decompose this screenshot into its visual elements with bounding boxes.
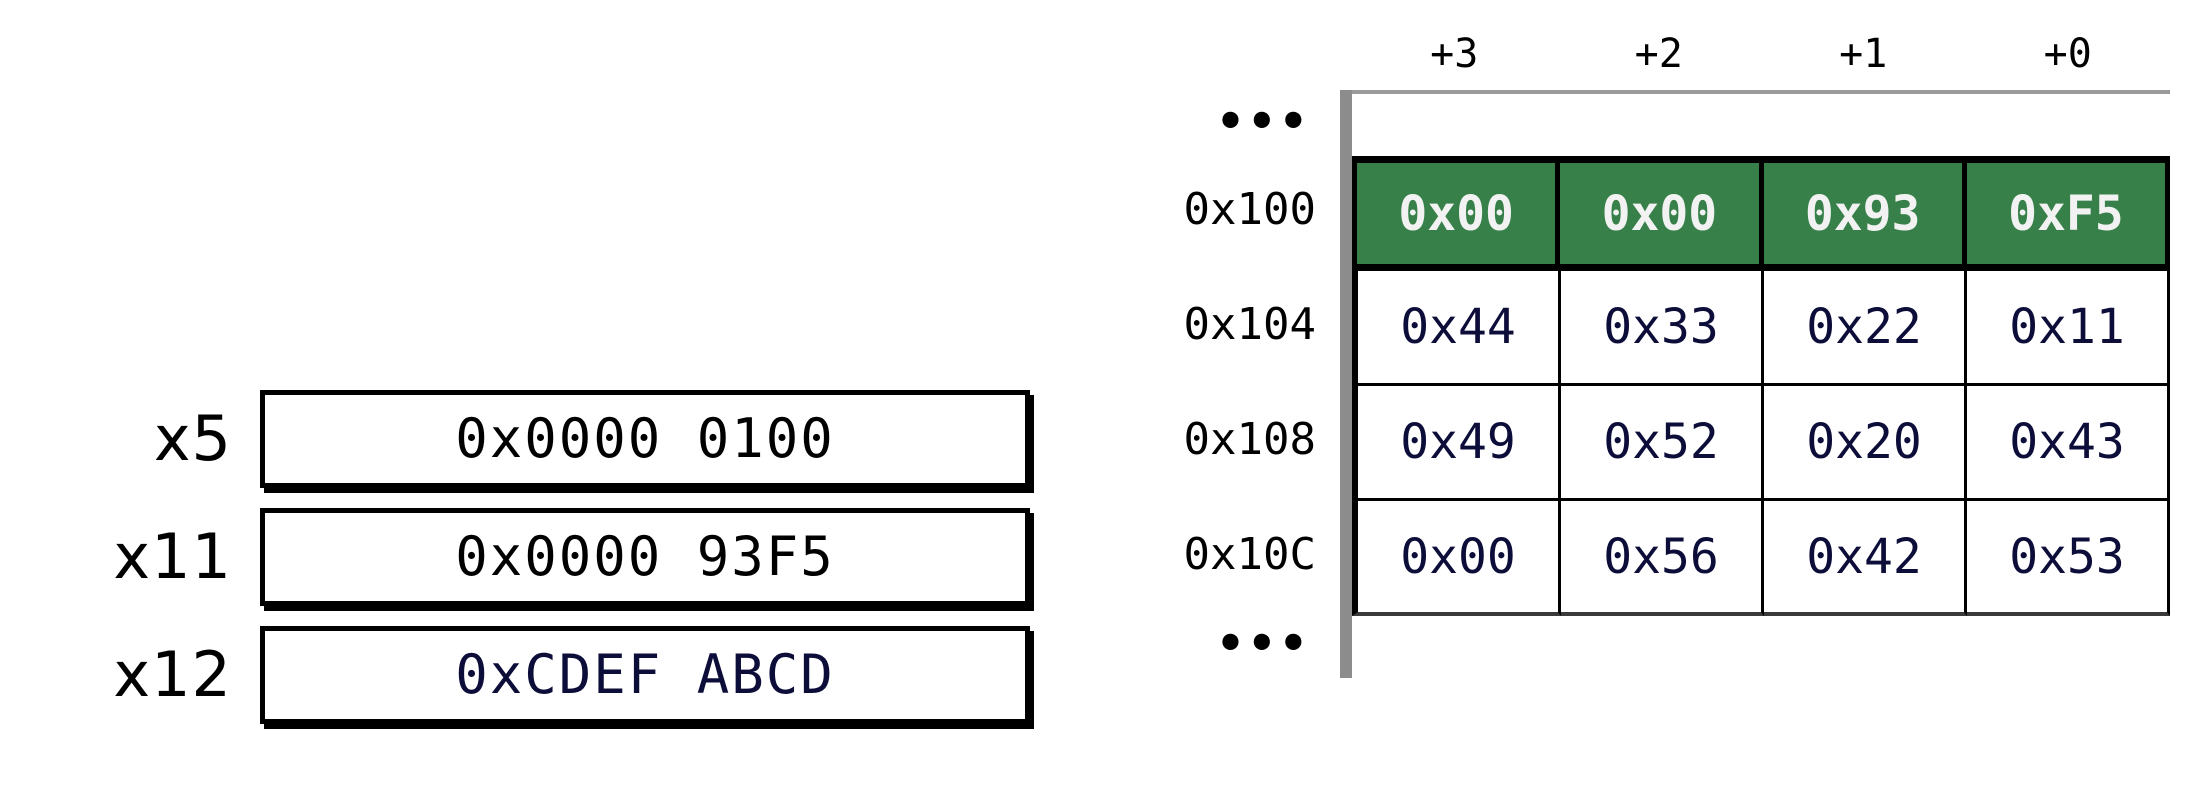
- memory-cell[interactable]: 0x43: [1967, 386, 2170, 501]
- register-value-x11: 0x0000 93F5: [455, 525, 835, 588]
- memory-cell[interactable]: 0x00: [1352, 156, 1561, 271]
- register-box-x12[interactable]: 0xCDEF ABCD: [260, 626, 1030, 724]
- memory-cell[interactable]: 0x33: [1561, 271, 1764, 386]
- register-box-x5[interactable]: 0x0000 0100: [260, 390, 1030, 488]
- memory-cell[interactable]: 0x00: [1560, 156, 1764, 271]
- register-row: x5 0x0000 0100: [95, 380, 1055, 498]
- memory-cell[interactable]: 0x52: [1561, 386, 1764, 501]
- byte-offset-header-plus1: +1: [1839, 31, 1888, 77]
- memory-cell[interactable]: 0x11: [1967, 271, 2170, 386]
- memory-cell[interactable]: 0x44: [1352, 271, 1561, 386]
- memory-grid: 0x00 0x00 0x93 0xF5 0x44 0x33 0x22 0x11 …: [1352, 90, 2170, 678]
- memory-row-0x108[interactable]: 0x49 0x52 0x20 0x43: [1352, 386, 2170, 501]
- memory-table: +3 +2 +1 +0 ••• 0x100 0x104 0x108 0x10C …: [1150, 18, 2170, 678]
- byte-offset-header-plus2: +2: [1634, 31, 1683, 77]
- memory-cell[interactable]: 0x93: [1763, 156, 1967, 271]
- register-row: x11 0x0000 93F5: [95, 498, 1055, 616]
- memory-cell[interactable]: 0x42: [1764, 501, 1967, 616]
- memory-cell[interactable]: 0x22: [1764, 271, 1967, 386]
- register-name-x5: x5: [153, 402, 232, 475]
- memory-row-0x100[interactable]: 0x00 0x00 0x93 0xF5: [1352, 156, 2170, 271]
- memory-cell[interactable]: 0x00: [1352, 501, 1561, 616]
- memory-column-headers: +3 +2 +1 +0: [1150, 18, 2170, 90]
- memory-row-above: [1352, 90, 2170, 156]
- address-label-0x104: 0x104: [1183, 298, 1316, 350]
- byte-offset-header-plus0: +0: [2043, 31, 2092, 77]
- byte-offset-header-plus3: +3: [1430, 31, 1479, 77]
- memory-body: ••• 0x100 0x104 0x108 0x10C ••• 0x00 0x0…: [1150, 90, 2170, 678]
- register-value-x12: 0xCDEF ABCD: [455, 643, 835, 706]
- memory-cell[interactable]: 0xF5: [1966, 156, 2170, 271]
- memory-address-labels: ••• 0x100 0x104 0x108 0x10C •••: [1150, 90, 1340, 678]
- memory-cell[interactable]: 0x53: [1967, 501, 2170, 616]
- address-label-0x108: 0x108: [1183, 413, 1316, 465]
- register-file: x5 0x0000 0100 x11 0x0000 93F5 x12 0xCDE…: [95, 380, 1055, 734]
- address-ellipsis-top: •••: [1215, 94, 1310, 148]
- address-ellipsis-bottom: •••: [1215, 616, 1310, 670]
- register-row: x12 0xCDEF ABCD: [95, 616, 1055, 734]
- memory-row-0x10C[interactable]: 0x00 0x56 0x42 0x53: [1352, 501, 2170, 616]
- register-name-x12: x12: [113, 638, 232, 711]
- memory-cell[interactable]: 0x20: [1764, 386, 1967, 501]
- memory-cell[interactable]: 0x56: [1561, 501, 1764, 616]
- memory-row-below: [1352, 616, 2170, 678]
- register-value-x5: 0x0000 0100: [455, 407, 835, 470]
- address-label-0x100: 0x100: [1183, 183, 1316, 235]
- memory-row-0x104[interactable]: 0x44 0x33 0x22 0x11: [1352, 271, 2170, 386]
- memory-spine: [1340, 90, 1352, 678]
- address-label-0x10C: 0x10C: [1183, 528, 1316, 580]
- memory-cell[interactable]: 0x49: [1352, 386, 1561, 501]
- register-name-x11: x11: [113, 520, 232, 593]
- register-box-x11[interactable]: 0x0000 93F5: [260, 508, 1030, 606]
